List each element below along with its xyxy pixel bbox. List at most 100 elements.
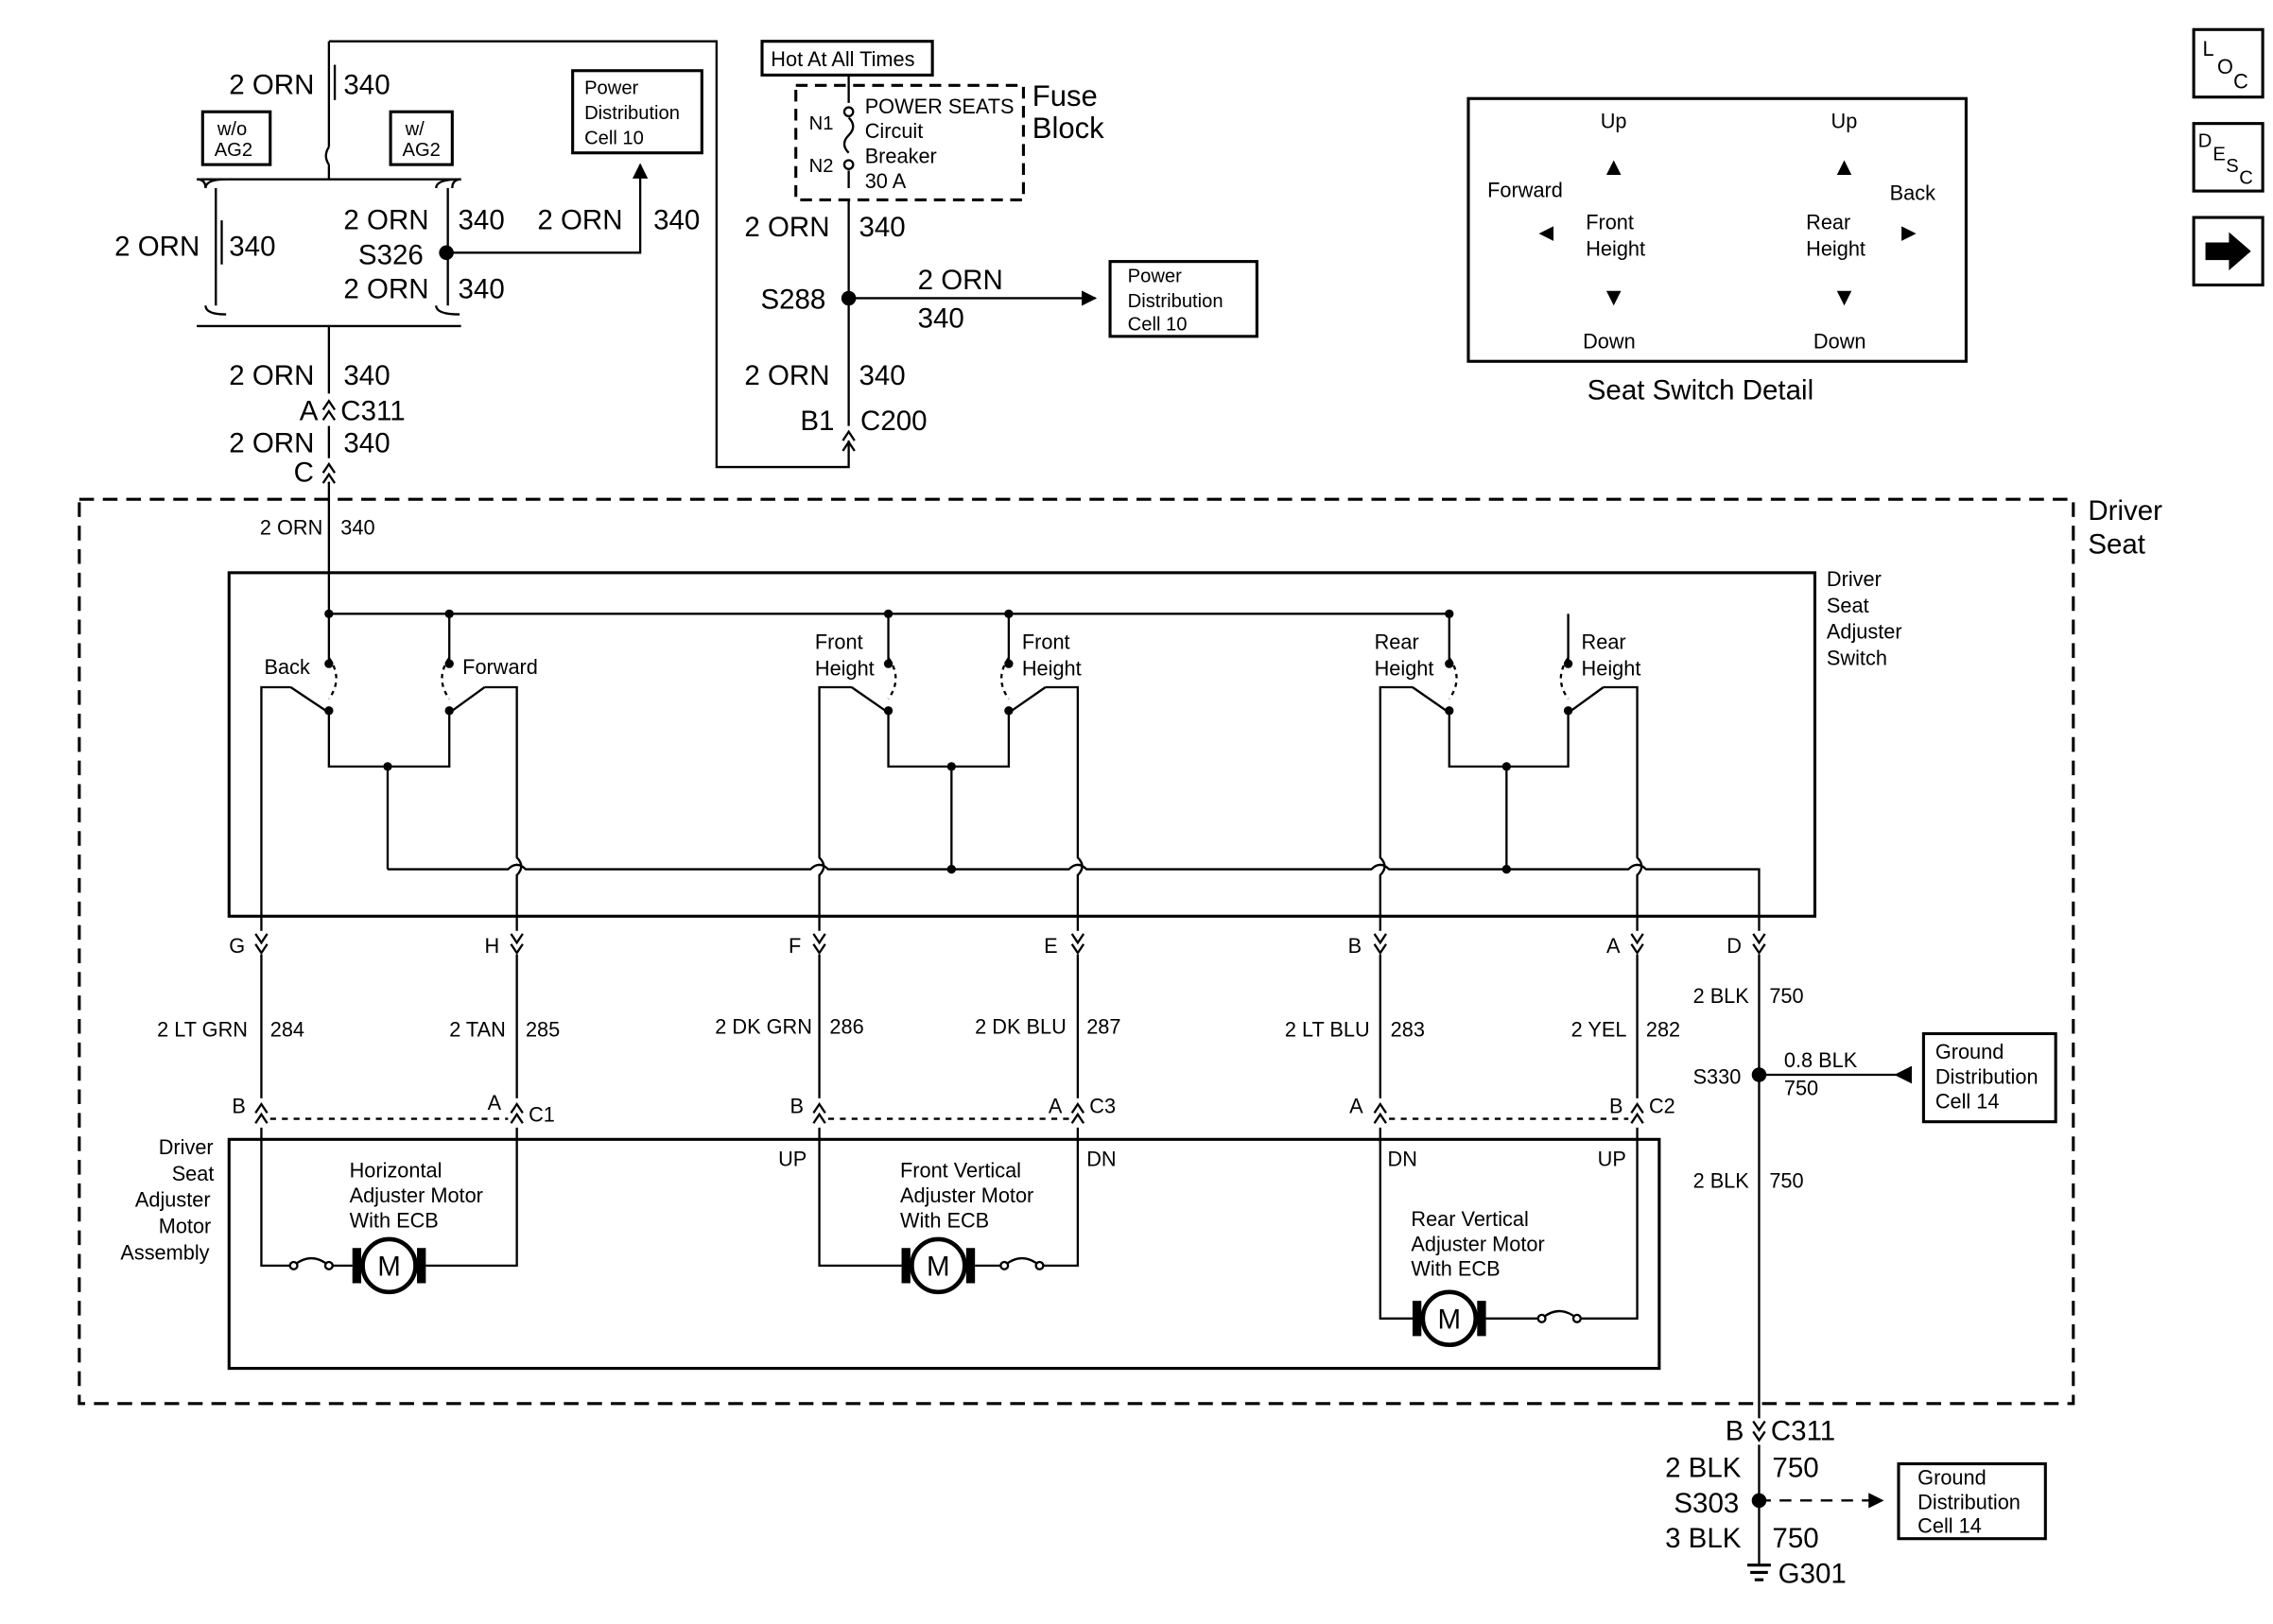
switch-contact-label: Front	[1022, 631, 1070, 654]
ground-distribution-ref-2[interactable]: Ground Distribution Cell 14	[1897, 1461, 2047, 1541]
switch-contact-label: Back	[265, 655, 310, 679]
pin-label: A	[300, 395, 319, 426]
wire-label: 2 BLK	[1665, 1452, 1742, 1483]
wire-number: 287	[1086, 1014, 1120, 1038]
svg-text:Height: Height	[1586, 236, 1645, 260]
driver-seat-boundary	[78, 497, 2075, 1406]
svg-text:w/: w/	[405, 119, 425, 140]
desc-s: S	[2226, 156, 2238, 177]
wire-number: 340	[340, 515, 374, 539]
svg-text:Distribution: Distribution	[584, 103, 680, 124]
svg-text:Adjuster Motor: Adjuster Motor	[900, 1183, 1033, 1207]
wire-number: 750	[1769, 984, 1803, 1008]
svg-text:Assembly: Assembly	[120, 1241, 209, 1265]
connector-label: C311	[1771, 1416, 1835, 1447]
wire-label: 3 BLK	[1665, 1523, 1742, 1554]
svg-text:Distribution: Distribution	[1917, 1491, 2021, 1514]
svg-text:Down: Down	[1813, 329, 1866, 353]
svg-text:Height: Height	[815, 657, 875, 681]
svg-text:Height: Height	[1375, 657, 1434, 681]
pin-label: A	[1349, 1094, 1363, 1117]
wire-number: 340	[229, 231, 275, 262]
wire-number: 750	[1772, 1452, 1818, 1483]
pin-label: D	[1726, 934, 1742, 958]
hot-at-all-times-label: Hot At All Times	[760, 40, 934, 77]
svg-text:Up: Up	[1831, 109, 1858, 132]
svg-text:Rear: Rear	[1806, 210, 1850, 233]
fuse-block: N1 N2 POWER SEATS Circuit Breaker 30 A F…	[794, 75, 1104, 201]
horizontal-motor-icon: M	[352, 1236, 426, 1295]
pin-label: A	[488, 1091, 502, 1114]
loc-button[interactable]: L O C	[2192, 27, 2264, 99]
splice-label: S330	[1693, 1064, 1742, 1088]
svg-text:Down: Down	[1583, 329, 1636, 353]
s326-feed	[197, 40, 850, 469]
wire-number: 282	[1646, 1018, 1680, 1042]
wire-label: 2 ORN	[260, 515, 322, 539]
svg-text:Circuit: Circuit	[865, 119, 924, 143]
connector-label: C1	[529, 1103, 555, 1127]
svg-text:Adjuster: Adjuster	[1827, 620, 1902, 644]
pin-label: B	[1726, 1416, 1744, 1447]
wire-label: 2 TAN	[449, 1018, 506, 1042]
wire-number: 340	[653, 204, 700, 235]
wire-label: 2 ORN	[229, 360, 314, 391]
up-arrow-icon	[1836, 160, 1852, 176]
connector-label: C3	[1089, 1094, 1116, 1117]
svg-text:Block: Block	[1032, 112, 1104, 145]
rear-vertical-motor-icon: M	[1412, 1289, 1486, 1348]
wire-label: 2 ORN	[744, 360, 829, 391]
next-page-button[interactable]	[2192, 216, 2264, 287]
svg-text:Front: Front	[1586, 210, 1634, 233]
left-arrow-icon	[1894, 1065, 1912, 1084]
motor-label: Front Vertical	[900, 1159, 1021, 1183]
pin-label: B	[1348, 934, 1362, 958]
terminal-n1: N1	[809, 113, 834, 134]
svg-text:Cell 14: Cell 14	[1935, 1090, 2000, 1114]
svg-text:Height: Height	[1806, 236, 1865, 260]
svg-text:Cell 14: Cell 14	[1917, 1514, 1982, 1538]
wire-label: 2 ORN	[229, 70, 314, 101]
power-distribution-ref-1[interactable]: Power Distribution Cell 10	[571, 69, 703, 155]
loc-l: L	[2202, 37, 2213, 60]
motor-label: Rear Vertical	[1411, 1207, 1528, 1231]
down-arrow-icon	[1605, 290, 1622, 306]
svg-text:M: M	[377, 1252, 401, 1283]
direction-label: DN	[1086, 1147, 1116, 1170]
down-arrow-icon	[1836, 290, 1852, 306]
svg-text:AG2: AG2	[215, 140, 252, 161]
wire-number: 340	[459, 273, 505, 304]
svg-text:Back: Back	[1890, 181, 1935, 204]
motor-assembly-label: Driver	[159, 1135, 214, 1159]
loc-o: O	[2217, 55, 2233, 78]
wire-label: 2 YEL	[1571, 1018, 1627, 1042]
front-vertical-motor-icon: M	[901, 1236, 976, 1295]
left-arrow-icon	[1538, 226, 1554, 241]
svg-text:Adjuster: Adjuster	[135, 1188, 211, 1212]
wire-number: 340	[859, 360, 905, 391]
svg-text:Ground: Ground	[1935, 1040, 2004, 1063]
wire-label: 2 ORN	[114, 231, 200, 262]
wire-label: 2 ORN	[343, 273, 428, 304]
wire-number: 340	[343, 70, 390, 101]
svg-text:Adjuster Motor: Adjuster Motor	[1411, 1232, 1544, 1255]
wire-label: 2 DK GRN	[715, 1014, 812, 1038]
wire-label: 2 ORN	[229, 428, 314, 459]
direction-label: DN	[1388, 1147, 1417, 1170]
harness-wires	[260, 954, 1909, 1565]
pin-label: E	[1044, 934, 1058, 958]
splice-label: S288	[760, 284, 825, 315]
power-distribution-ref-2[interactable]: Power Distribution Cell 10	[1108, 260, 1258, 338]
svg-text:Distribution: Distribution	[1128, 291, 1223, 312]
ground-symbol-icon	[1747, 1564, 1771, 1581]
pin-label: B	[1609, 1094, 1622, 1117]
svg-text:Height: Height	[1022, 657, 1082, 681]
wire-label: 0.8 BLK	[1784, 1048, 1858, 1072]
ground-label: G301	[1778, 1558, 1847, 1589]
svg-text:Breaker: Breaker	[865, 145, 937, 168]
wire-label: 2 ORN	[744, 212, 829, 243]
desc-button[interactable]: D E S C	[2192, 122, 2264, 193]
ground-distribution-ref-1[interactable]: Ground Distribution Cell 14	[1921, 1031, 2057, 1124]
right-arrow-icon	[1901, 226, 1917, 241]
svg-text:w/o: w/o	[217, 119, 247, 140]
